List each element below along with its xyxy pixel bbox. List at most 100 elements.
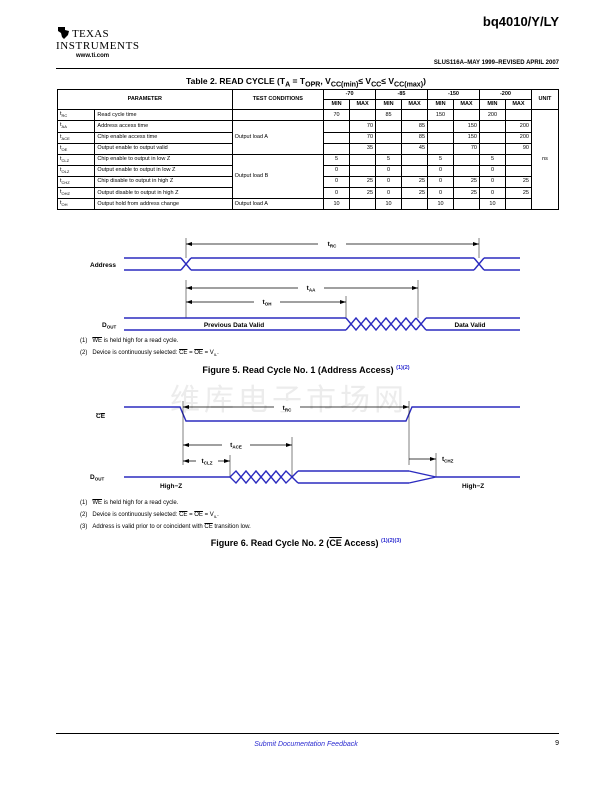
- param-symbol: tOLZ: [56, 164, 96, 177]
- param-symbol: tAA: [56, 120, 96, 133]
- figure5-timing-diagram: tRC Address tAA tOH: [90, 238, 520, 332]
- address-signal-label: Address: [90, 262, 116, 269]
- page-number: 9: [555, 740, 559, 747]
- max-value: [401, 153, 429, 166]
- ce-waveform: [124, 406, 520, 422]
- min-value: 5: [478, 153, 506, 166]
- trc-label-f5: tRC: [328, 241, 337, 249]
- min-value: [323, 142, 351, 155]
- param-description: Address access time: [94, 120, 233, 133]
- min-value: 10: [323, 198, 351, 211]
- tace-label: tACE: [230, 442, 242, 450]
- min-value: 10: [478, 198, 506, 211]
- max-value: 25: [504, 175, 532, 189]
- toh-label: tOH: [263, 299, 272, 307]
- max-value: 70: [453, 142, 480, 155]
- min-value: [427, 142, 454, 155]
- max-value: 70: [349, 131, 377, 144]
- min-value: 0: [478, 175, 506, 189]
- max-value: [349, 153, 377, 166]
- test-condition: Output load A: [231, 198, 325, 211]
- header-grade-150: -150: [427, 88, 480, 101]
- param-symbol: tCHZ: [56, 175, 96, 189]
- company-url[interactable]: www.ti.com: [76, 53, 110, 59]
- param-description: Output enable to output valid: [94, 142, 233, 155]
- header-grade-200: -200: [478, 88, 532, 101]
- param-symbol: tOH: [56, 198, 96, 211]
- ti-state-icon: [58, 27, 69, 39]
- dout-waveform-f6: [124, 469, 520, 485]
- min-value: [478, 120, 506, 133]
- min-value: 5: [375, 153, 403, 166]
- min-value: [375, 131, 403, 144]
- param-description: Output enable to output in low Z: [94, 164, 233, 177]
- high-z-left-label: High−Z: [160, 483, 182, 490]
- toh-dimension: tOH: [186, 296, 347, 318]
- param-description: Chip disable to output in high Z: [94, 175, 233, 189]
- max-value: 85: [401, 120, 429, 133]
- figure5-note-2: (2) Device is continuously selected: CE …: [80, 350, 219, 358]
- company-name-line1: TEXAS: [72, 28, 109, 40]
- header-max: MAX: [349, 99, 377, 111]
- high-z-right-label: High−Z: [462, 483, 484, 490]
- address-waveform: [124, 257, 520, 271]
- param-symbol: tOE: [56, 142, 96, 155]
- submit-feedback-link[interactable]: Submit Documentation Feedback: [254, 741, 358, 748]
- min-value: 0: [375, 175, 403, 189]
- min-value: 200: [478, 109, 506, 122]
- tclz-dimension: tCLZ: [183, 455, 231, 477]
- min-value: 0: [427, 187, 454, 200]
- min-value: [323, 120, 351, 133]
- figure5-caption: Figure 5. Read Cycle No. 1 (Address Acce…: [202, 365, 410, 375]
- min-value: [375, 120, 403, 133]
- header-grade-70: -70: [323, 88, 377, 101]
- min-value: 85: [375, 109, 403, 122]
- max-value: 150: [453, 131, 480, 144]
- max-value: [453, 109, 480, 122]
- min-value: [478, 131, 506, 144]
- figure6-note-3: (3) Address is valid prior to or coincid…: [80, 524, 251, 530]
- max-value: 25: [504, 187, 532, 200]
- trc-dimension: tRC: [185, 238, 480, 258]
- watermark: 维库电子市场网: [170, 383, 408, 418]
- max-value: 25: [349, 175, 377, 189]
- table-title: Table 2. READ CYCLE (TA = TOPR, VCC(min)…: [186, 76, 426, 89]
- company-name-line2: INSTRUMENTS: [56, 40, 140, 52]
- param-symbol: tCLZ: [56, 153, 96, 166]
- max-value: 90: [504, 142, 532, 155]
- min-value: 10: [375, 198, 403, 211]
- read-cycle-table: PARAMETER TEST CONDITIONS -70 -85 -150 -…: [56, 88, 560, 211]
- param-symbol: tOHZ: [56, 187, 96, 200]
- max-value: 85: [401, 131, 429, 144]
- max-value: [349, 109, 377, 122]
- max-value: 45: [401, 142, 429, 155]
- max-value: [453, 164, 480, 177]
- min-value: 10: [427, 198, 454, 211]
- max-value: [453, 198, 480, 211]
- header-unit: UNIT: [530, 88, 560, 111]
- header-parameter: PARAMETER: [57, 88, 233, 111]
- max-value: 25: [453, 175, 480, 189]
- max-value: [504, 153, 532, 166]
- taa-label: tAA: [307, 285, 316, 293]
- min-value: 5: [323, 153, 351, 166]
- max-value: 200: [504, 131, 532, 144]
- max-value: [349, 198, 377, 211]
- min-value: 0: [375, 187, 403, 200]
- min-value: 0: [427, 175, 454, 189]
- max-value: 200: [504, 120, 532, 133]
- min-value: 0: [323, 187, 351, 200]
- min-value: 70: [323, 109, 351, 122]
- param-description: Chip enable access time: [94, 131, 233, 144]
- max-value: 35: [349, 142, 377, 155]
- tchz-dimension: tCHZ: [409, 453, 454, 477]
- min-value: [478, 142, 506, 155]
- max-value: [504, 164, 532, 177]
- document-reference: SLUS116A–MAY 1999–REVISED APRIL 2007: [433, 60, 559, 66]
- min-value: 0: [478, 187, 506, 200]
